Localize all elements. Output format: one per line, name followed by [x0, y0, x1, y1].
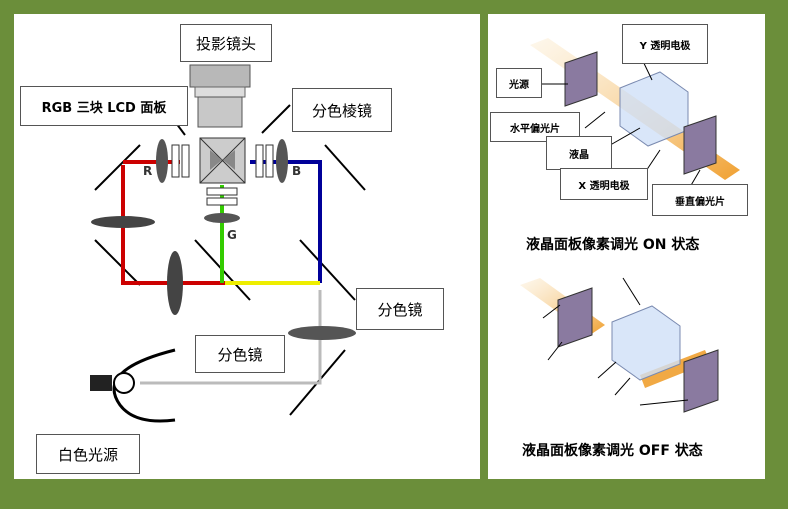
mirror-mid-left	[94, 239, 141, 286]
h-polarizer-on	[564, 51, 598, 107]
lamp-bulb	[113, 372, 135, 394]
lens-left	[91, 216, 155, 228]
caption-off-state: 液晶面板像素调光 OFF 状态	[522, 443, 703, 459]
label-x-electrode: X 透明电极	[560, 168, 648, 200]
mirror-top-right	[324, 144, 366, 191]
mirror-mid-right	[299, 239, 356, 301]
lc-cube-off	[611, 305, 681, 381]
label-liquid-crystal: 液晶	[546, 136, 612, 170]
label-dichroic-mirror-1: 分色镜	[356, 288, 444, 330]
lens-right	[288, 326, 356, 340]
channel-b: B	[292, 164, 302, 178]
lamp-reflector	[112, 348, 176, 423]
h-polarizer-off	[557, 287, 593, 348]
mirror-top-left	[94, 144, 141, 191]
lens-b	[276, 139, 288, 183]
lens-g	[204, 213, 240, 223]
white-path	[140, 290, 322, 385]
label-light-source: 光源	[496, 68, 542, 98]
lens-center	[167, 251, 183, 315]
label-white-light-source: 白色光源	[36, 434, 140, 474]
label-dichroic-mirror-2: 分色镜	[195, 335, 285, 373]
lens-r	[156, 139, 168, 183]
label-prism: 分色棱镜	[292, 88, 392, 132]
label-y-electrode: Y 透明电极	[622, 24, 708, 64]
label-rgb-lcd: RGB 三块 LCD 面板	[20, 86, 188, 126]
channel-r: R	[143, 164, 153, 178]
channel-g: G	[227, 228, 237, 242]
caption-on-state: 液晶面板像素调光 ON 状态	[526, 237, 700, 253]
v-polarizer-off	[683, 349, 719, 413]
lens-body	[197, 96, 243, 128]
v-polarizer-on	[683, 115, 717, 175]
label-projection-lens: 投影镜头	[180, 24, 272, 62]
lamp-base	[90, 375, 112, 391]
label-v-polarizer: 垂直偏光片	[652, 184, 748, 216]
red-path	[121, 165, 225, 285]
